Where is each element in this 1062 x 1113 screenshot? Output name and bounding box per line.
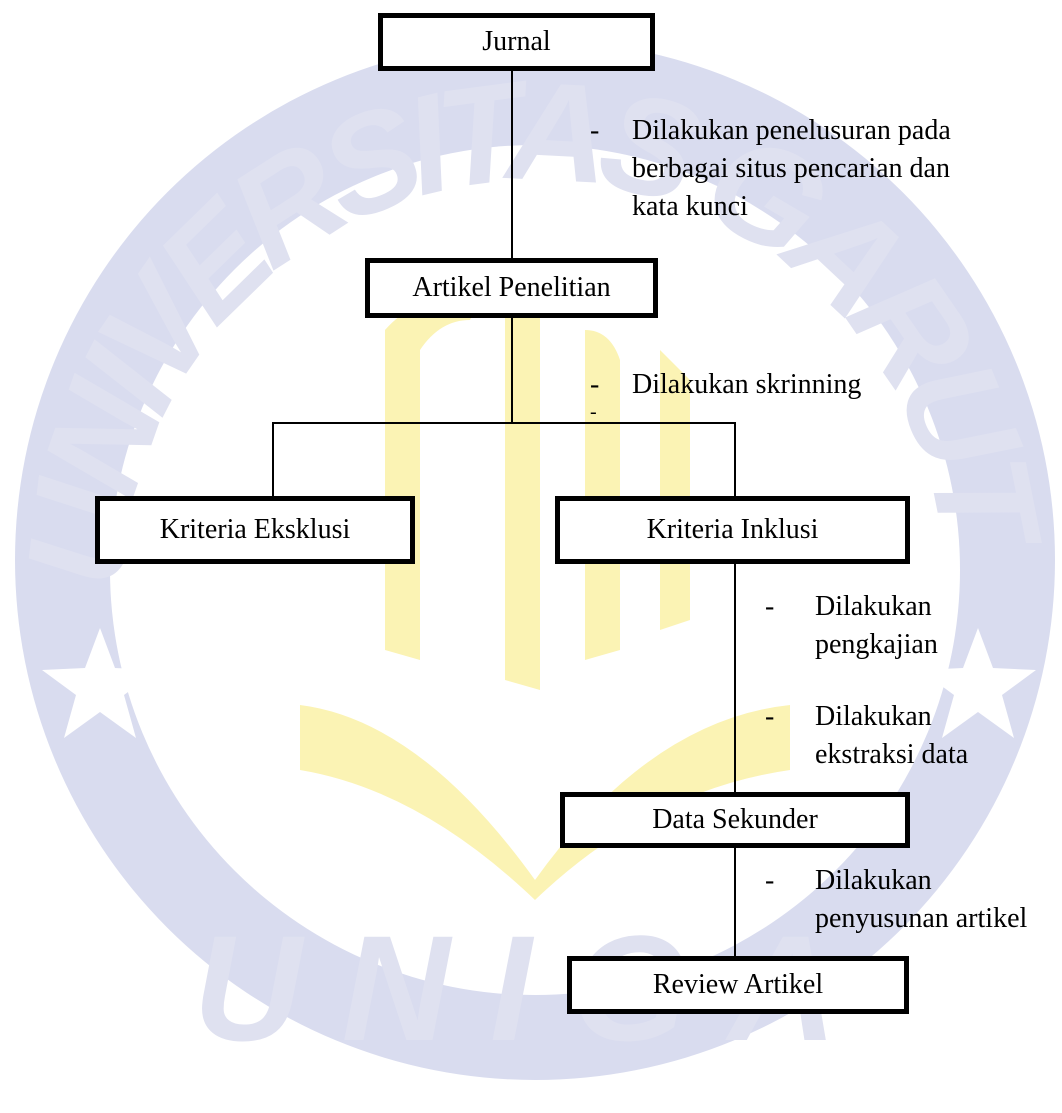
box-review-artikel: Review Artikel — [567, 956, 909, 1014]
connector-inklusi-datasekunder — [734, 562, 736, 794]
connector-split-horizontal — [272, 422, 736, 424]
note-pengkajian-line-2: pengkajian — [815, 629, 938, 660]
connector-artikel-split — [511, 316, 513, 423]
note-penelusuran: Dilakukan penelusuran pada berbagai situ… — [632, 112, 951, 226]
box-data-sekunder-label: Data Sekunder — [652, 804, 818, 835]
box-review-artikel-label: Review Artikel — [652, 969, 824, 1000]
watermark-left-star-icon — [42, 628, 158, 738]
note-pengkajian-dash: - — [765, 591, 775, 622]
box-jurnal: Jurnal — [378, 13, 655, 71]
box-kriteria-inklusi: Kriteria Inklusi — [555, 496, 910, 564]
connector-split-inklusi — [734, 422, 736, 498]
note-ekstraksi-line-2: ekstraksi data — [815, 739, 969, 770]
note-penyusunan-line-2: penyusunan artikel — [815, 903, 1028, 934]
note-penyusunan-line-1: Dilakukan — [815, 865, 932, 896]
note-ekstraksi-dash: - — [765, 701, 775, 732]
note-penyusunan: Dilakukan penyusunan artikel — [815, 862, 1027, 938]
note-skrinning-dash: - — [590, 369, 600, 400]
watermark-right-star-icon — [920, 628, 1036, 738]
box-artikel-penelitian-label: Artikel Penelitian — [412, 272, 611, 303]
box-jurnal-label: Jurnal — [482, 26, 551, 57]
note-penelusuran-line-2: berbagai situs pencarian dan — [632, 153, 950, 184]
box-data-sekunder: Data Sekunder — [560, 792, 910, 848]
box-artikel-penelitian: Artikel Penelitian — [365, 258, 658, 318]
connector-jurnal-artikel — [511, 70, 513, 260]
note-penelusuran-dash: - — [590, 115, 600, 146]
note-ekstraksi-line-1: Dilakukan — [815, 701, 932, 732]
note-penelusuran-line-1: Dilakukan penelusuran pada — [632, 115, 951, 146]
note-skrinning: Dilakukan skrinning — [632, 369, 862, 400]
connector-split-eksklusi — [272, 422, 274, 498]
connector-datasekunder-review — [734, 846, 736, 958]
note-ekstraksi: Dilakukan ekstraksi data — [815, 698, 968, 774]
note-penelusuran-line-3: kata kunci — [632, 191, 748, 222]
note-pengkajian-line-1: Dilakukan — [815, 591, 932, 622]
note-penyusunan-dash: - — [765, 865, 775, 896]
note-skrinning-extra-dash: - — [590, 401, 597, 423]
box-kriteria-eksklusi: Kriteria Eksklusi — [95, 496, 415, 564]
box-kriteria-inklusi-label: Kriteria Inklusi — [646, 514, 819, 545]
box-kriteria-eksklusi-label: Kriteria Eksklusi — [159, 514, 351, 545]
note-pengkajian: Dilakukan pengkajian — [815, 588, 938, 664]
